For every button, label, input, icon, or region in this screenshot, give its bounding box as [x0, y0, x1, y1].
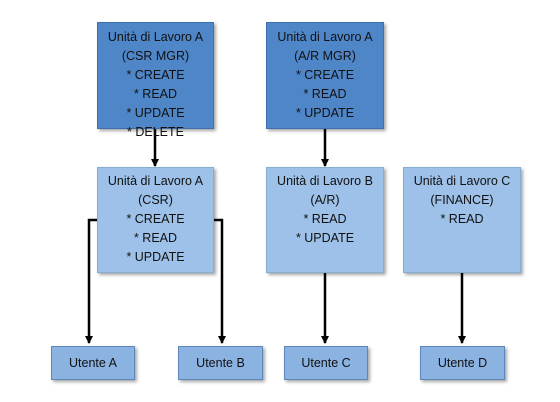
unit-role: (CSR MGR) [121, 49, 190, 63]
user-label: Utente C [301, 355, 351, 370]
unit-box-csr: Unità di Lavoro A (CSR) * CREATE * READ … [97, 167, 214, 273]
permission-update: * UPDATE [295, 106, 355, 120]
user-box-utente-a: Utente A [51, 346, 135, 380]
permission-create: * CREATE [126, 212, 185, 226]
unit-role: (FINANCE) [430, 193, 494, 207]
unit-role: (A/R) [310, 193, 340, 207]
user-box-utente-d: Utente D [420, 346, 505, 380]
permission-update: * UPDATE [295, 231, 355, 245]
permission-read: * READ [440, 212, 484, 226]
user-box-utente-c: Utente C [284, 346, 368, 380]
user-label: Utente B [196, 355, 245, 370]
unit-box-ar: Unità di Lavoro B (A/R) * READ * UPDATE [266, 167, 384, 273]
permission-update: * UPDATE [126, 106, 185, 120]
permission-read: * READ [133, 231, 178, 245]
unit-title: Unità di Lavoro C [413, 174, 511, 188]
permission-read: * READ [133, 87, 178, 101]
unit-title: Unità di Lavoro B [277, 174, 373, 188]
unit-title: Unità di Lavoro A [107, 174, 204, 188]
unit-title: Unità di Lavoro A [277, 30, 373, 44]
connector-csr-to-utente-a [85, 218, 97, 344]
permission-create: * CREATE [126, 68, 185, 82]
permission-read: * READ [303, 212, 347, 226]
user-box-utente-b: Utente B [178, 346, 263, 380]
user-label: Utente D [437, 355, 488, 370]
unit-title: Unità di Lavoro A [107, 30, 204, 44]
unit-box-finance: Unità di Lavoro C (FINANCE) * READ [403, 167, 521, 273]
unit-role: (CSR) [138, 193, 173, 207]
permission-read: * READ [303, 87, 347, 101]
unit-box-ar-mgr: Unità di Lavoro A (A/R MGR) * CREATE * R… [266, 22, 384, 129]
unit-role: (A/R MGR) [294, 49, 356, 63]
unit-box-csr-mgr: Unità di Lavoro A (CSR MGR) * CREATE * R… [97, 22, 214, 139]
permission-delete: * DELETE [127, 125, 184, 139]
user-label: Utente A [69, 355, 117, 370]
connector-csr-to-utente-b [214, 218, 226, 344]
permission-update: * UPDATE [126, 250, 185, 264]
permission-create: * CREATE [295, 68, 355, 82]
